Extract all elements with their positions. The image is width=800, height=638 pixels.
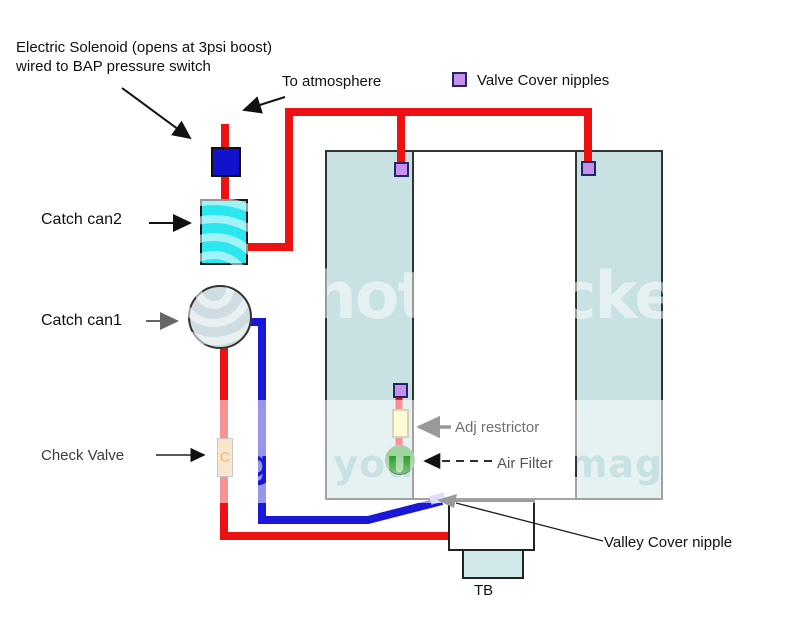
air-filter-label: Air Filter	[497, 455, 553, 472]
solenoid-note-line2: wired to BAP pressure switch	[16, 58, 211, 75]
catch-can2-shape	[200, 199, 248, 265]
throttle-body-shape	[462, 549, 524, 579]
solenoid-pointer-arrow	[121, 87, 192, 140]
valve-cover-nipple-left	[394, 162, 409, 177]
throttle-body-label: TB	[474, 582, 494, 599]
legend-label: Valve Cover nipples	[477, 72, 610, 89]
to-atmosphere-pointer-arrow	[242, 96, 286, 114]
electric-solenoid	[211, 147, 241, 177]
catch-can1-label: Catch can1	[41, 312, 122, 329]
adj-restrictor-shape	[392, 409, 409, 438]
check-valve-shape: C	[217, 438, 233, 477]
to-atmosphere-label: To atmosphere	[282, 73, 382, 90]
engine-block	[325, 150, 663, 500]
catch-can2-label: Catch can2	[41, 211, 122, 228]
intake-plenum-shape	[448, 500, 535, 551]
valve-cover-nipple-right	[581, 161, 596, 176]
adj-restrictor-label: Adj restrictor	[455, 419, 540, 436]
catch-can1-shape	[188, 285, 252, 349]
legend-nipple-swatch	[452, 72, 467, 87]
solenoid-note-line1: Electric Solenoid (opens at 3psi boost)	[16, 39, 272, 56]
valley-nipple-top	[393, 383, 408, 398]
check-valve-label: Check Valve	[41, 447, 125, 464]
check-valve-symbol: C	[219, 449, 231, 466]
valve-cover-right	[575, 152, 661, 498]
air-filter-shape	[385, 445, 415, 475]
valley-cover-nipple-label: Valley Cover nipple	[604, 534, 733, 551]
